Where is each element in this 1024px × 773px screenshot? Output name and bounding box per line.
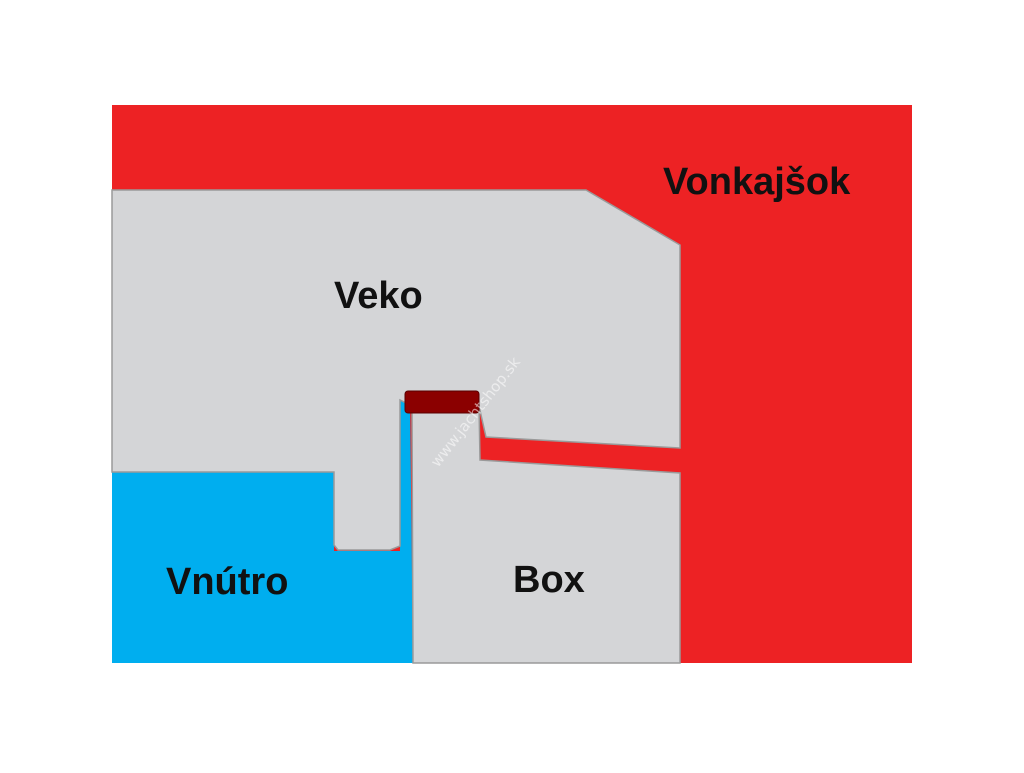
lid-region — [111, 189, 681, 551]
seal-strip — [404, 390, 480, 414]
box-label: Box — [513, 559, 585, 601]
inside-label: Vnútro — [166, 561, 288, 603]
outside-label: Vonkajšok — [663, 161, 851, 203]
lid-label: Veko — [334, 275, 423, 317]
inside-region — [112, 400, 413, 663]
